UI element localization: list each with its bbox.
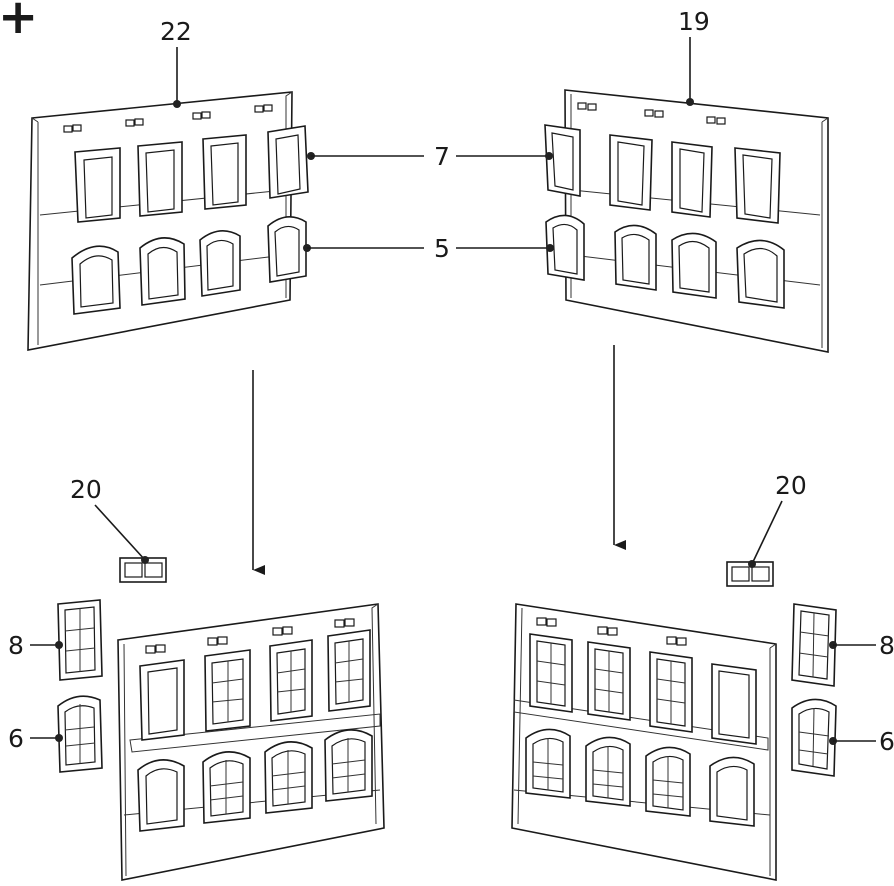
- vent-slot-row: [536, 617, 687, 646]
- svg-text:6: 6: [8, 724, 24, 753]
- assembled-wall-left: [117, 603, 385, 881]
- svg-text:20: 20: [775, 471, 807, 500]
- callout-20-right: 20: [748, 471, 807, 568]
- lower-windows: [137, 729, 373, 832]
- svg-text:8: 8: [879, 631, 894, 660]
- svg-text:22: 22: [160, 17, 192, 46]
- lower-window-openings: [71, 216, 307, 315]
- lower-window-openings: [545, 214, 785, 309]
- callout-8-right: 8: [829, 631, 894, 660]
- callout-8-left: 8: [8, 631, 63, 660]
- callout-6-left: 6: [8, 724, 63, 753]
- svg-text:7: 7: [434, 142, 450, 171]
- vent-slot-row: [145, 618, 355, 654]
- upper-windows: [529, 633, 757, 745]
- wall-panel-19: [544, 89, 829, 353]
- callout-20-left: 20: [70, 475, 149, 564]
- plus-icon: +: [0, 0, 38, 45]
- svg-text:8: 8: [8, 631, 24, 660]
- window-part-6-right: [791, 698, 837, 777]
- vent-slot-row: [577, 102, 726, 125]
- vent-part-20-left: [119, 557, 167, 583]
- callout-7: 7: [307, 142, 553, 171]
- assembled-wall-right: [511, 603, 777, 881]
- callout-22: 22: [160, 17, 192, 108]
- upper-window-openings: [74, 125, 309, 223]
- lower-windows: [525, 728, 755, 827]
- svg-text:5: 5: [434, 234, 450, 263]
- window-part-6-left: [57, 695, 103, 773]
- svg-text:20: 20: [70, 475, 102, 504]
- svg-text:19: 19: [678, 7, 710, 36]
- callout-19: 19: [678, 7, 710, 106]
- window-part-8-left: [57, 599, 103, 681]
- callout-6-right: 6: [829, 727, 894, 756]
- svg-text:6: 6: [879, 727, 894, 756]
- upper-windows: [139, 629, 371, 741]
- upper-window-openings: [544, 124, 781, 224]
- wall-panel-22: [27, 91, 309, 351]
- callout-5: 5: [303, 234, 554, 263]
- window-part-8-right: [791, 603, 837, 687]
- vent-slot-row: [63, 104, 273, 133]
